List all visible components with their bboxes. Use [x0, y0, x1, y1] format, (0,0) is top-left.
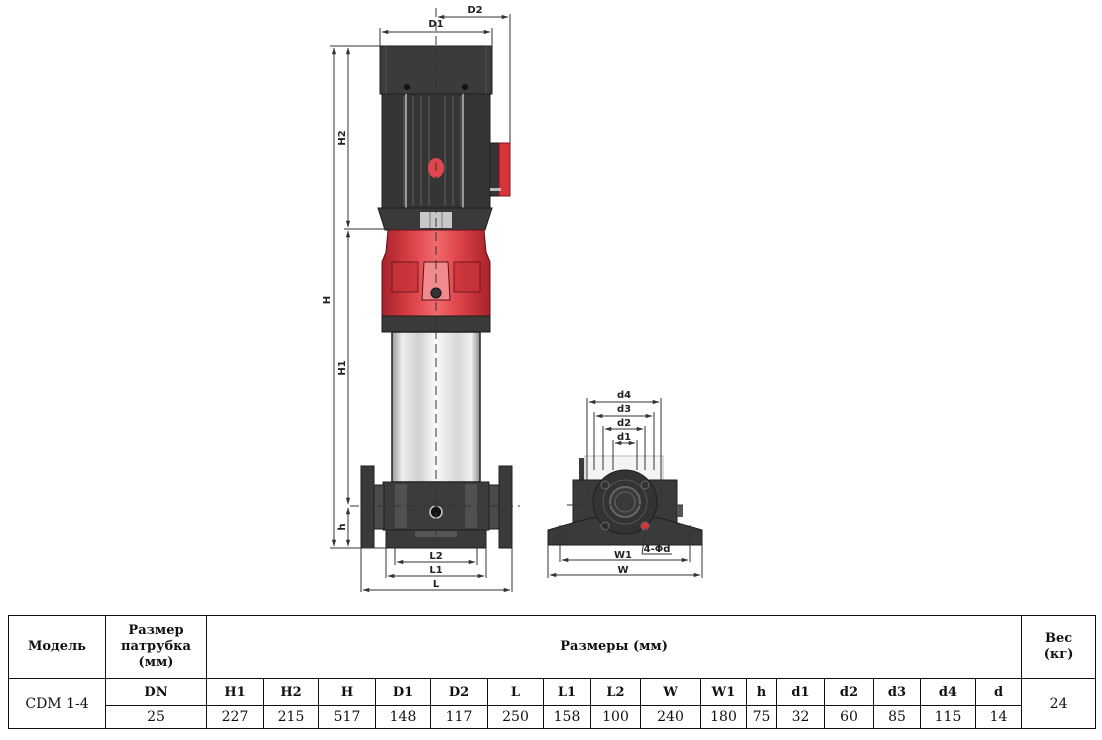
svg-text:d4: d4: [617, 390, 631, 401]
svg-text:L2: L2: [429, 551, 442, 562]
value-w1: 180: [700, 705, 747, 729]
value-d4: 115: [920, 705, 976, 729]
side-view-dimensions: [547, 398, 703, 578]
col-l1: L1: [543, 678, 591, 706]
header-weight: Вес (кг): [1021, 615, 1097, 679]
svg-text:H2: H2: [337, 130, 348, 145]
inlet-flange: [360, 465, 375, 549]
col-h1: H1: [206, 678, 264, 706]
svg-text:D2: D2: [467, 5, 482, 16]
svg-text:W1: W1: [614, 550, 632, 561]
pump-dimension-drawing: D1 D2 H H2 H1 h L2 L1 L: [322, 5, 703, 593]
svg-text:d1: d1: [617, 432, 631, 443]
svg-text:D1: D1: [428, 19, 443, 30]
col-d3: d3: [873, 678, 921, 706]
col-l2: L2: [590, 678, 641, 706]
model-cell: CDM 1-4: [8, 678, 106, 729]
col-d1-flange: d1: [776, 678, 825, 706]
col-dn: DN: [105, 678, 207, 706]
front-view: [350, 8, 520, 549]
table-header-row: Модель Размер патрубка (мм) Размеры (мм)…: [8, 615, 1097, 679]
side-view-dimension-labels: d4 d3 d2 d1 W1 W 4-Φd: [614, 390, 670, 576]
dimensions-table: Модель Размер патрубка (мм) Размеры (мм)…: [8, 615, 1097, 729]
col-l: L: [487, 678, 544, 706]
svg-text:d2: d2: [617, 418, 631, 429]
col-d4: d4: [920, 678, 976, 706]
col-d2-flange: d2: [824, 678, 874, 706]
weight-cell: 24: [1021, 678, 1097, 729]
svg-text:H: H: [322, 296, 333, 304]
side-view: [547, 455, 703, 546]
col-h2: H2: [263, 678, 319, 706]
header-dimensions: Размеры (мм): [205, 615, 1023, 679]
outlet-flange: [498, 465, 513, 549]
value-l2: 100: [590, 705, 641, 729]
value-d2-flange: 60: [824, 705, 874, 729]
table-column-symbols-row: CDM 1-4 DN H1 H2 H D1 D2 L L1 L2 W W1 h …: [8, 678, 1097, 729]
header-model: Модель: [8, 615, 106, 679]
svg-text:h: h: [337, 523, 348, 530]
col-h-small: h: [746, 678, 777, 706]
value-h2: 215: [263, 705, 319, 729]
value-d3: 85: [873, 705, 921, 729]
value-d-hole: 14: [974, 705, 1023, 729]
value-h-small: 75: [746, 705, 777, 729]
svg-text:d3: d3: [617, 404, 631, 415]
col-d-hole: d: [974, 678, 1023, 706]
header-connection-size: Размер патрубка (мм): [105, 615, 207, 679]
col-h: H: [318, 678, 376, 706]
svg-text:4-Φd: 4-Φd: [644, 544, 671, 555]
front-view-dimensions: [330, 14, 513, 593]
value-d2-motor: 117: [430, 705, 488, 729]
table-row: 25 227 215 517 148 117 250 158 100 240 1…: [9, 705, 1096, 729]
front-view-dimension-labels: D1 D2 H H2 H1 h L2 L1 L: [322, 5, 483, 590]
col-w1: W1: [700, 678, 747, 706]
col-w: W: [640, 678, 701, 706]
value-l: 250: [487, 705, 544, 729]
col-d1-motor: D1: [375, 678, 431, 706]
value-dn: 25: [105, 705, 207, 729]
value-d1-flange: 32: [776, 705, 825, 729]
svg-text:W: W: [617, 565, 628, 576]
value-h1: 227: [206, 705, 264, 729]
svg-text:L: L: [433, 579, 440, 590]
col-d2-motor: D2: [430, 678, 488, 706]
value-l1: 158: [543, 705, 591, 729]
value-h: 517: [318, 705, 376, 729]
svg-text:L1: L1: [429, 565, 442, 576]
value-d1-motor: 148: [375, 705, 431, 729]
value-w: 240: [640, 705, 701, 729]
svg-text:H1: H1: [337, 360, 348, 375]
